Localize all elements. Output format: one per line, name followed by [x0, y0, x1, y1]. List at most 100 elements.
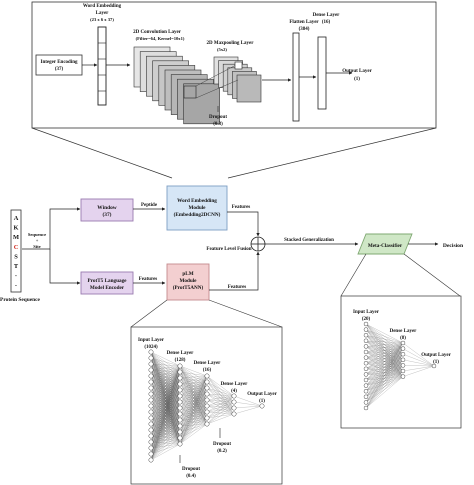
network-node	[177, 417, 183, 423]
word-embedding-layer	[97, 26, 107, 106]
network-node	[400, 340, 406, 346]
network-node	[177, 435, 183, 441]
projection-line-bottom	[195, 79, 239, 99]
sequence-letter: S	[14, 253, 18, 260]
network-node	[204, 403, 210, 409]
ann-dense2-title: Dense Layer	[194, 361, 222, 366]
network-edge	[150, 365, 181, 455]
cnn-dropout-title: Dropout	[209, 115, 227, 120]
network-edge	[150, 419, 181, 461]
ann-input-value: (1024)	[144, 345, 158, 350]
network-node	[148, 457, 154, 463]
integer-encoding-title: Integer Encoding	[41, 60, 78, 65]
network-node	[148, 379, 154, 385]
network-edge	[206, 401, 235, 425]
network-node	[148, 391, 154, 397]
integer-encoding-value: (37)	[55, 67, 64, 72]
network-edge	[365, 370, 404, 409]
network-edge	[150, 365, 181, 461]
network-edge	[179, 375, 208, 385]
network-node	[148, 403, 154, 409]
network-node	[231, 399, 237, 405]
arrow-seq-to-prott5	[49, 249, 81, 285]
window-value: (37)	[103, 211, 112, 218]
network-node	[259, 403, 265, 409]
network-edge	[150, 365, 181, 401]
network-edge	[206, 395, 235, 413]
network-node	[177, 441, 183, 447]
network-node	[148, 385, 154, 391]
network-edge	[365, 342, 404, 353]
ann-funnel-left	[130, 299, 168, 328]
network-edge	[233, 405, 263, 409]
peptide-label: Peptide	[141, 203, 158, 208]
network-node	[177, 399, 183, 405]
network-node	[363, 377, 369, 383]
network-edge	[179, 393, 208, 445]
sequence-letter: C	[14, 244, 19, 251]
network-edge	[150, 389, 181, 461]
meta-network	[363, 321, 437, 411]
network-edge	[150, 365, 181, 437]
network-edge	[365, 342, 404, 347]
ann-dropout2-value: (0.2)	[217, 449, 227, 454]
conv2d-params: (Filter=64, Kernel=10x1)	[136, 36, 185, 41]
network-edge	[150, 357, 181, 367]
network-edge	[179, 405, 208, 445]
meta-output-value: (1)	[433, 360, 439, 365]
network-edge	[206, 393, 235, 397]
meta-classifier-label: Meta-Classifier	[368, 243, 403, 249]
network-node	[148, 433, 154, 439]
cnn-output-value: (1)	[354, 77, 360, 82]
sequence-letter: M	[13, 234, 19, 241]
network-edge	[150, 365, 181, 407]
window-box	[80, 198, 134, 222]
cnn-dropout-value: (0.3)	[213, 122, 223, 127]
network-node	[177, 393, 183, 399]
network-edge	[365, 342, 404, 364]
network-node	[204, 409, 210, 415]
word-embedding-layer-dims: (23 x 6 x 37)	[90, 17, 114, 22]
network-edge	[365, 340, 404, 344]
fusion-node	[250, 236, 266, 252]
network-node	[177, 411, 183, 417]
network-edge	[150, 437, 181, 461]
network-edge	[402, 359, 435, 367]
network-node	[148, 355, 154, 361]
network-edge	[365, 342, 404, 409]
network-edge	[365, 342, 404, 397]
plm-line2: Module	[179, 278, 197, 284]
network-edge	[150, 425, 181, 461]
network-edge	[150, 413, 181, 461]
network-edge	[150, 377, 181, 461]
network-edge	[150, 365, 181, 431]
network-edge	[365, 342, 404, 403]
network-node	[177, 381, 183, 387]
network-edge	[365, 348, 404, 409]
network-edge	[179, 399, 208, 445]
network-edge	[179, 375, 208, 421]
network-edge	[206, 413, 235, 425]
pool-kernel-window	[234, 61, 243, 70]
network-edge	[233, 395, 263, 407]
network-node	[148, 373, 154, 379]
network-edge	[365, 376, 404, 409]
meta-funnel-right	[403, 253, 461, 297]
word-embedding-module-box	[166, 185, 228, 231]
network-node	[204, 415, 210, 421]
network-node	[363, 383, 369, 388]
network-edge	[179, 371, 208, 377]
flatten-title: Flatten Layer	[289, 20, 319, 25]
network-edge	[179, 375, 208, 427]
network-edge	[365, 342, 404, 369]
network-node	[148, 451, 154, 457]
plm-line3: (ProtT5ANN)	[173, 284, 204, 291]
network-node	[363, 360, 369, 366]
network-edge	[150, 443, 181, 461]
flatten-value: (384)	[299, 27, 310, 32]
arrow-seq-to-window	[22, 207, 81, 250]
network-edge	[179, 411, 208, 445]
network-node	[363, 332, 369, 338]
